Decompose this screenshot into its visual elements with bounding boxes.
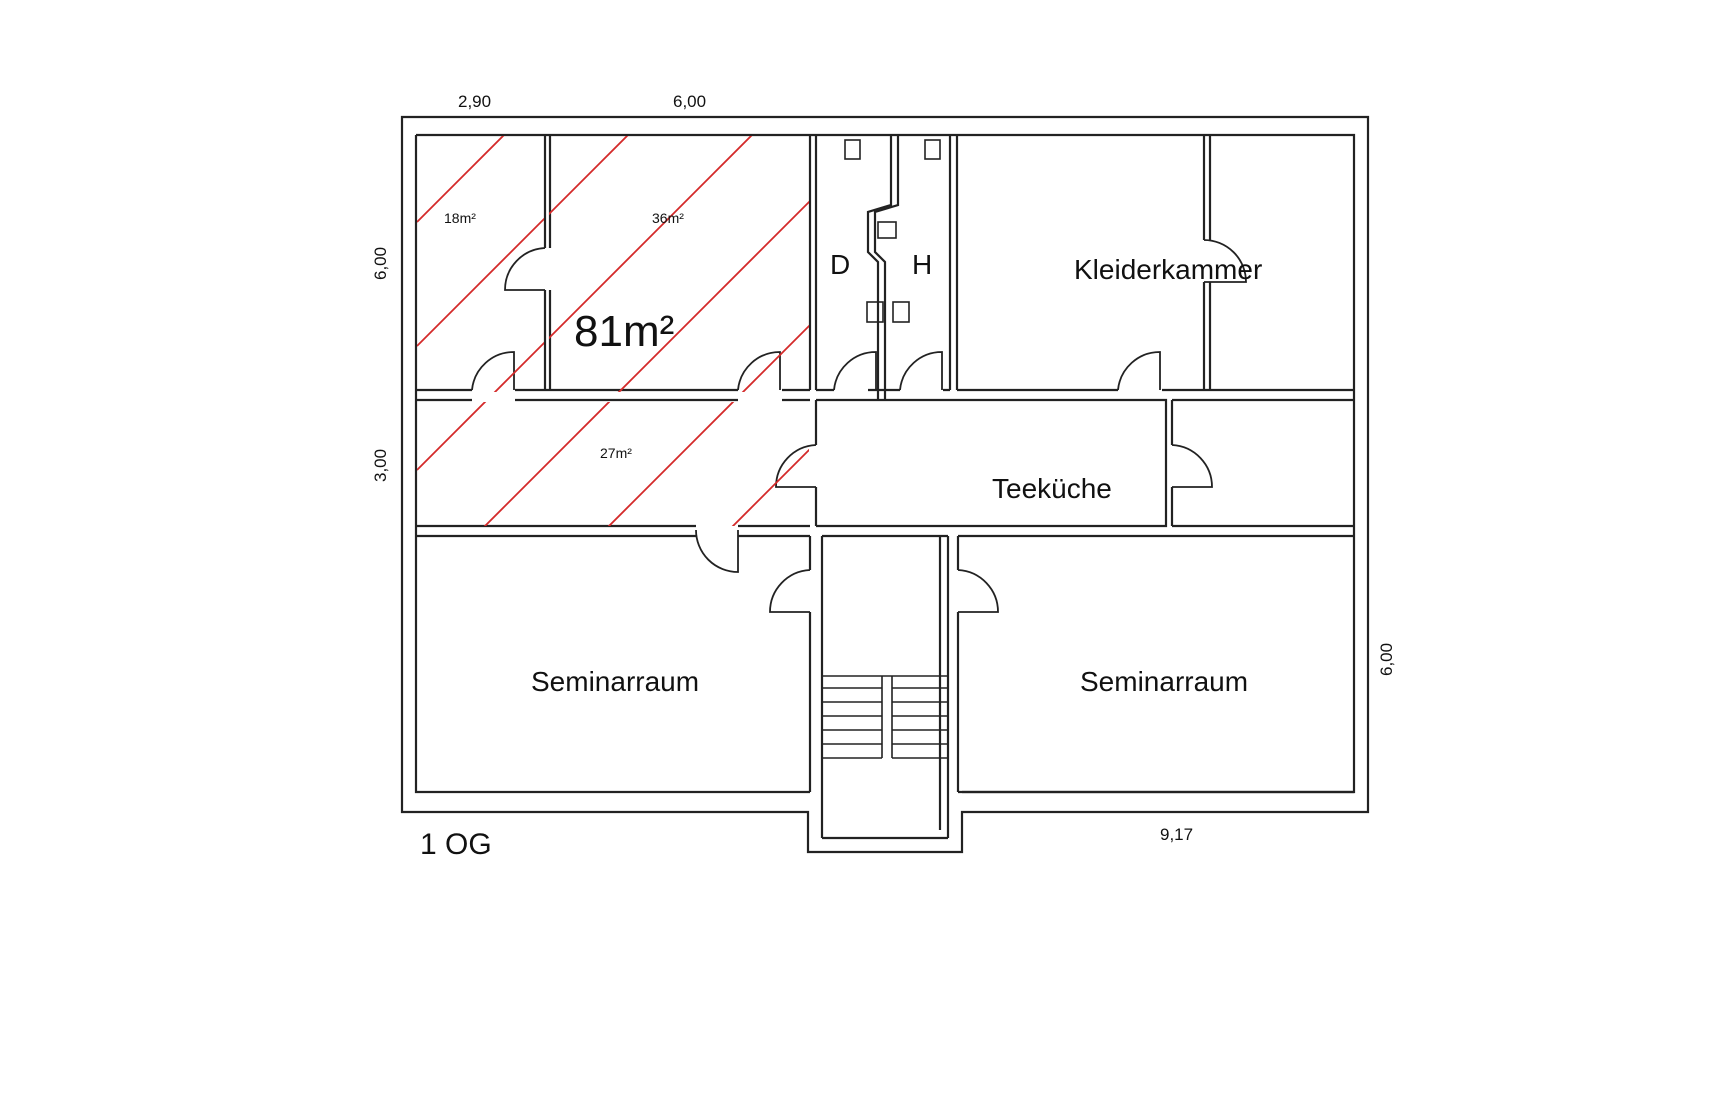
hatch-area-b [549, 136, 809, 392]
dimension-right: 6,00 [1377, 643, 1396, 676]
area-a-label: 18m² [444, 210, 476, 226]
doors [471, 239, 1247, 613]
interior-walls [416, 135, 1354, 838]
dimension-top-mid: 6,00 [673, 92, 706, 111]
dimension-left-upper: 6,00 [371, 247, 390, 280]
area-b-label: 36m² [652, 210, 684, 226]
hatch-area-a [417, 136, 544, 392]
dimension-bottom-right: 9,17 [1160, 825, 1193, 844]
kleiderkammer-label: Kleiderkammer [1074, 254, 1262, 285]
floor-label: 1 OG [420, 828, 492, 861]
dimension-left-lower: 3,00 [371, 449, 390, 482]
sanitary-fixtures [844, 139, 941, 323]
seminar-left-label: Seminarraum [531, 666, 699, 697]
wc-h-label: H [912, 249, 932, 280]
wc-d-label: D [830, 249, 850, 280]
total-area-label: 81m² [574, 307, 674, 356]
dimension-top-left: 2,90 [458, 92, 491, 111]
seminar-right-label: Seminarraum [1080, 666, 1248, 697]
teekueche-label: Teeküche [992, 473, 1112, 504]
outer-walls [400, 115, 1370, 854]
hatch-area-c [417, 402, 809, 526]
staircase [822, 675, 948, 759]
area-c-label: 27m² [600, 445, 632, 461]
